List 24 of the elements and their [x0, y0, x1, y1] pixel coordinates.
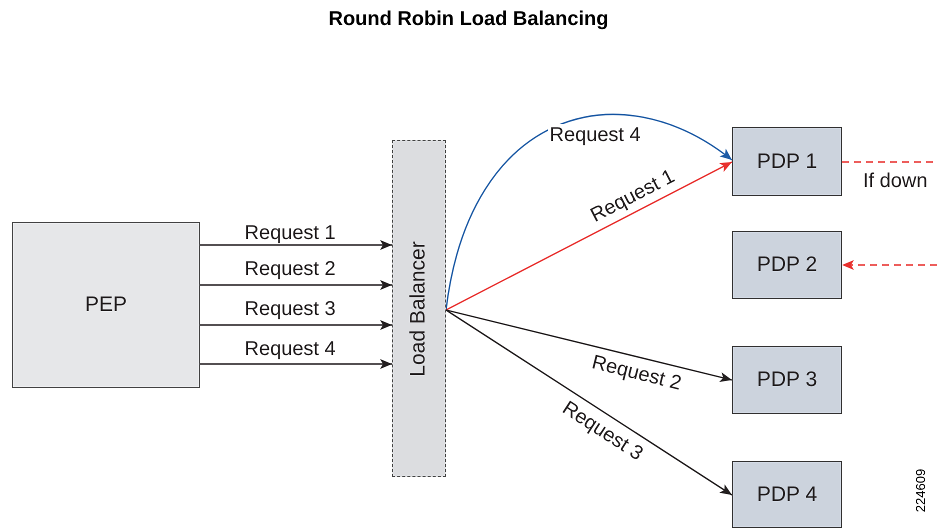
- arrow: [200, 359, 392, 369]
- edge-label: Request 4: [548, 124, 643, 146]
- node-label: Load Balancer: [407, 240, 431, 376]
- node-label: PDP 2: [756, 253, 818, 277]
- arrow: [446, 161, 732, 311]
- node-label: PDP 4: [756, 482, 818, 506]
- arrow: [446, 309, 732, 496]
- arrow: [200, 280, 392, 290]
- node-label: PDP 3: [756, 368, 818, 392]
- node-label: PEP: [84, 293, 128, 317]
- process-box: [732, 346, 842, 414]
- load-balancer-box: [392, 140, 446, 477]
- arrow: [842, 260, 937, 270]
- diagram-title: Round Robin Load Balancing: [328, 8, 610, 31]
- process-box: [12, 222, 200, 388]
- arrow: [446, 309, 732, 382]
- process-box: [732, 231, 842, 299]
- figure-number: 224609: [912, 468, 928, 512]
- process-box: [732, 127, 842, 196]
- arrow: [445, 114, 732, 310]
- arrow: [200, 320, 392, 330]
- node-label: PDP 1: [756, 150, 818, 174]
- process-box: [732, 461, 842, 528]
- arrow: [200, 240, 392, 250]
